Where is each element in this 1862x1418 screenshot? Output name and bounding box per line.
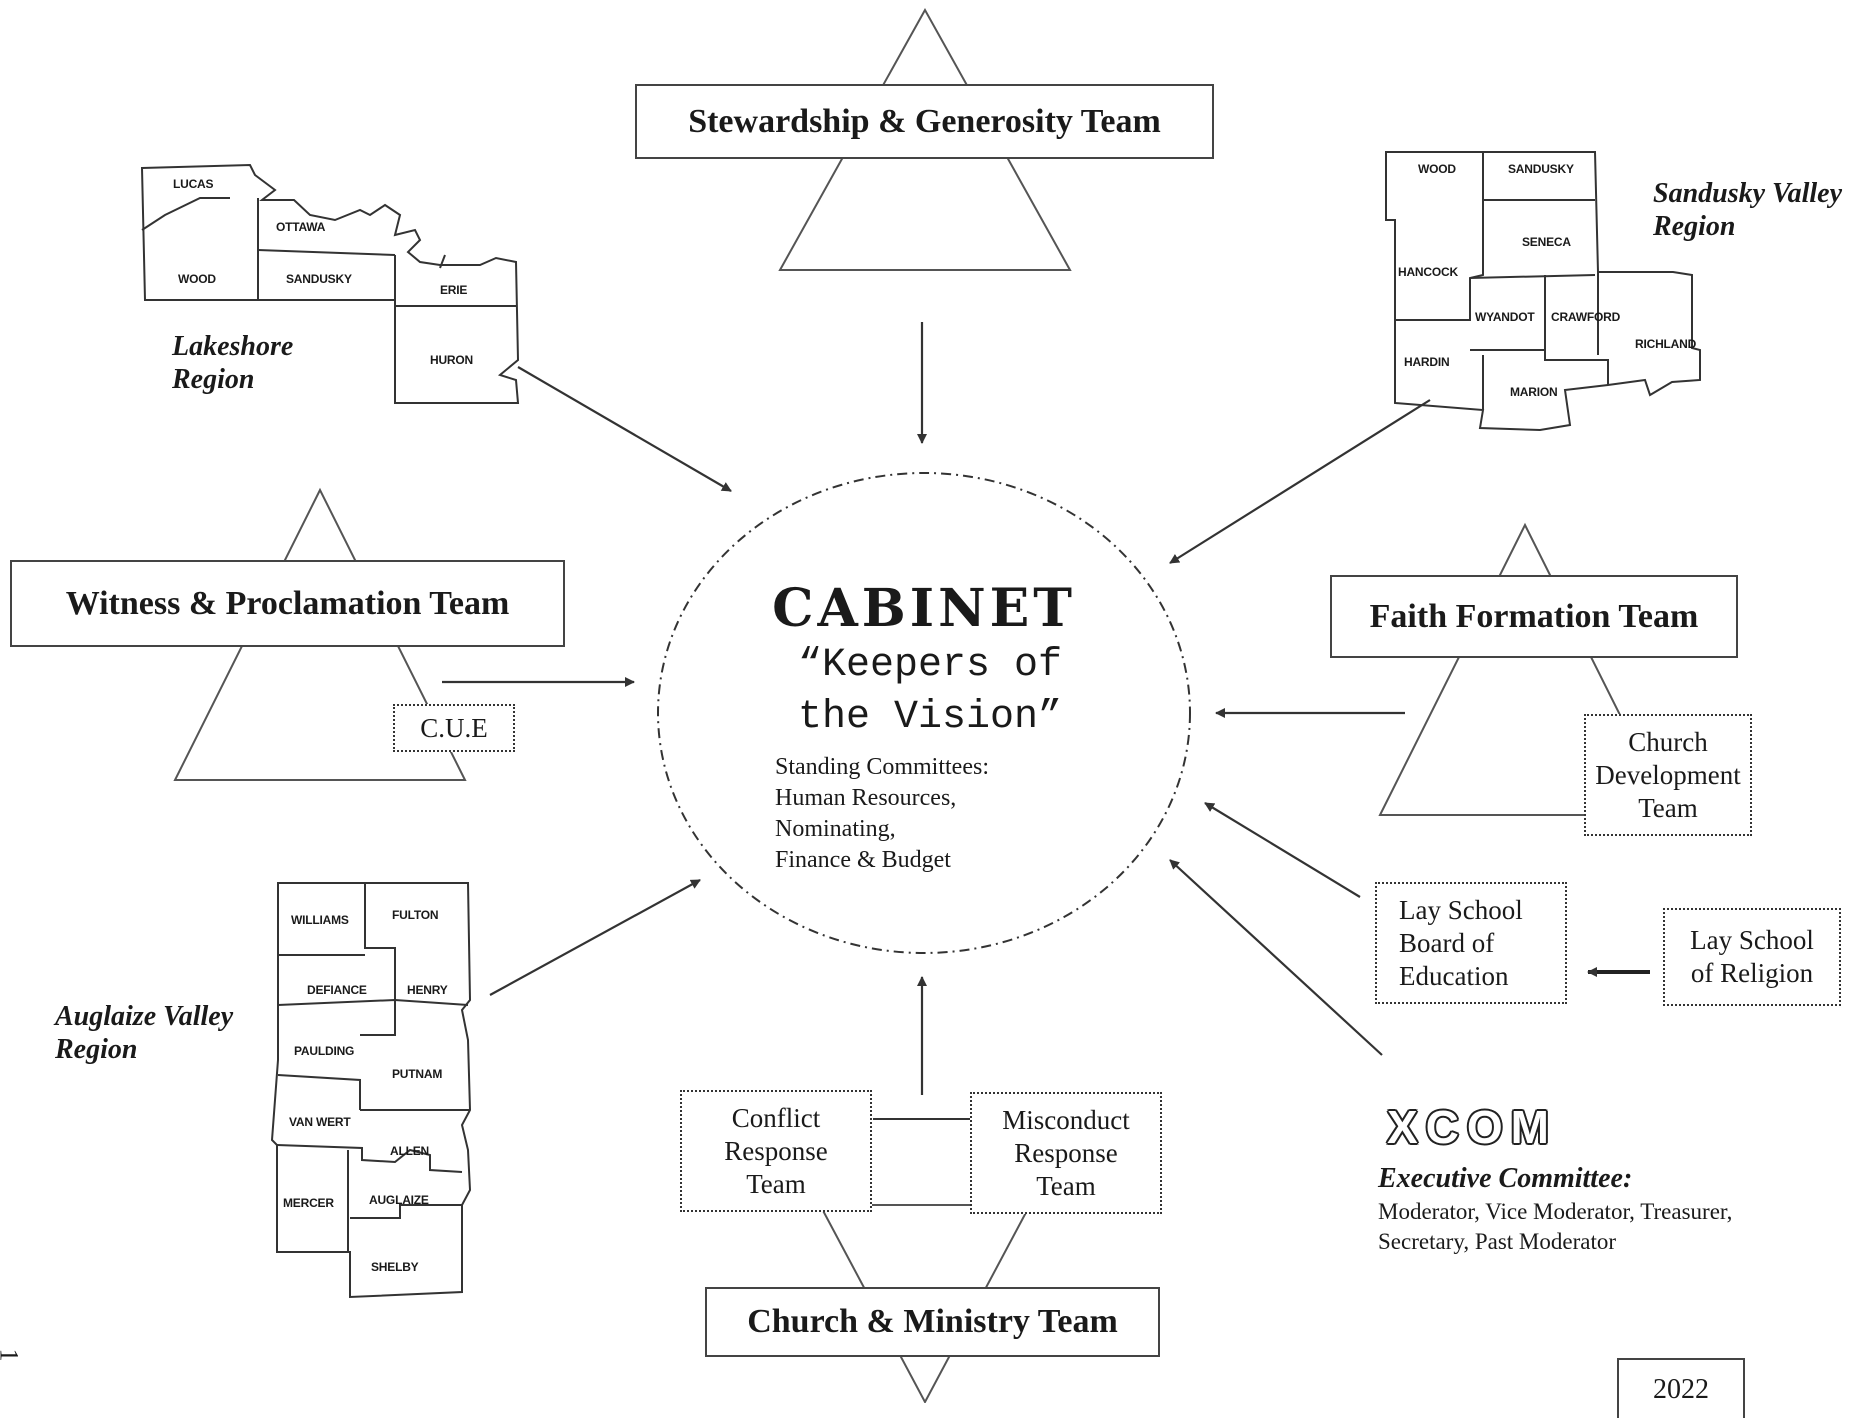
year-label: 2022 [1653,1374,1709,1405]
year-box: 2022 [1617,1358,1745,1418]
county-label: SHELBY [371,1260,419,1274]
misconduct-response-line-2: Response [1014,1137,1118,1168]
county-label: OTTAWA [276,220,326,234]
auglaize-valley-region-label: Auglaize Valley Region [55,1000,233,1066]
xcom-logo: XCOM [1387,1101,1557,1153]
lay-school-board-box[interactable]: Lay School Board of Education [1375,882,1567,1004]
lay-school-religion-line-1: Lay School [1690,925,1814,955]
county-label: HARDIN [1404,355,1450,369]
conflict-response-box[interactable]: Conflict Response Team [680,1090,872,1212]
church-development-line-1: Church [1628,726,1708,757]
standing-committee-1: Human Resources, [775,785,957,811]
vision-line-2: the Vision” [797,695,1063,740]
lakeshore-label-line-2: Region [172,364,255,395]
arrow-sandusky [1169,399,1431,564]
county-label: WYANDOT [1475,310,1535,324]
stewardship-team-label: Stewardship & Generosity Team [688,102,1161,140]
vision-line-1: “Keepers of [797,643,1063,688]
lay-school-religion-box[interactable]: Lay School of Religion [1663,908,1841,1006]
county-label: AUGLAIZE [369,1193,429,1207]
church-development-line-2: Development [1595,759,1741,790]
county-label: CRAWFORD [1551,310,1621,324]
standing-committees-heading: Standing Committees: [775,754,989,780]
county-label: VAN WERT [289,1115,351,1129]
conflict-response-line-1: Conflict [731,1102,821,1133]
faith-formation-team-box[interactable]: Faith Formation Team [1330,575,1738,658]
church-development-box[interactable]: Church Development Team [1584,714,1752,836]
faith-formation-triangle [1378,522,1672,816]
arrow-auglaize [489,879,701,996]
stewardship-team-box[interactable]: Stewardship & Generosity Team [635,84,1214,159]
church-ministry-team-box[interactable]: Church & Ministry Team [705,1287,1160,1357]
arrow-xcom [1169,859,1383,1056]
page-number: 1 [0,1349,24,1362]
witness-team-box[interactable]: Witness & Proclamation Team [10,560,565,647]
exec-members-line-1: Moderator, Vice Moderator, Treasurer, [1378,1199,1733,1224]
cabinet-title: CABINET [772,578,1076,639]
lakeshore-region-label: Lakeshore Region [172,330,293,396]
witness-team-label: Witness & Proclamation Team [65,584,510,622]
county-label: MERCER [283,1196,334,1210]
auglaize-label-line-2: Region [55,1034,138,1065]
lay-school-board-line-2: Board of [1399,927,1495,958]
arrow-lay-board [1204,802,1361,898]
cabinet-vision: “Keepers of the Vision” [735,640,1125,744]
county-label: WOOD [178,272,216,286]
lakeshore-label-line-1: Lakeshore [172,331,294,362]
sandusky-label-line-1: Sandusky Valley [1653,178,1843,209]
county-label: RICHLAND [1635,337,1697,351]
conflict-response-line-2: Response [724,1135,828,1166]
county-label: SANDUSKY [1508,162,1574,176]
standing-committees: Standing Committees: Human Resources, No… [775,752,989,876]
misconduct-response-box[interactable]: Misconduct Response Team [970,1092,1162,1214]
auglaize-valley-map [270,882,472,1299]
exec-members-line-2: Secretary, Past Moderator [1378,1229,1617,1254]
sandusky-valley-map [1385,151,1701,432]
cue-box[interactable]: C.U.E [393,704,515,752]
county-label: ALLEN [390,1144,429,1158]
county-label: ERIE [440,283,468,297]
lakeshore-map [140,163,520,404]
county-label: HANCOCK [1398,265,1458,279]
county-label: MARION [1510,385,1558,399]
auglaize-label-line-1: Auglaize Valley [55,1001,234,1032]
standing-committee-2: Nominating, [775,816,896,842]
executive-committee-members: Moderator, Vice Moderator, Treasurer, Se… [1378,1197,1732,1257]
standing-committee-3: Finance & Budget [775,847,951,873]
misconduct-response-line-1: Misconduct [1002,1104,1130,1135]
county-label: PUTNAM [392,1067,443,1081]
cabinet-circle [657,472,1191,954]
county-label: WILLIAMS [291,913,349,927]
executive-committee-title: Executive Committee: [1378,1163,1633,1194]
county-label: SANDUSKY [286,272,352,286]
misconduct-response-line-3: Team [1036,1170,1096,1201]
county-label: FULTON [392,908,439,922]
county-label: DEFIANCE [307,983,367,997]
faith-formation-team-label: Faith Formation Team [1369,597,1699,635]
county-label: PAULDING [294,1044,355,1058]
county-label: HURON [430,353,473,367]
conflict-response-line-3: Team [746,1168,806,1199]
arrow-lakeshore [517,366,732,492]
county-label: HENRY [407,983,448,997]
county-label: SENECA [1522,235,1571,249]
church-development-line-3: Team [1638,792,1698,823]
cue-label: C.U.E [420,712,488,743]
county-label: LUCAS [173,177,214,191]
church-ministry-team-label: Church & Ministry Team [747,1303,1118,1340]
lay-school-board-line-3: Education [1399,960,1509,991]
lay-school-religion-line-2: of Religion [1690,958,1814,988]
county-label: WOOD [1418,162,1456,176]
sandusky-valley-region-label: Sandusky Valley Region [1653,177,1842,243]
sandusky-label-line-2: Region [1653,211,1736,242]
lay-school-board-line-1: Lay School [1399,894,1523,925]
